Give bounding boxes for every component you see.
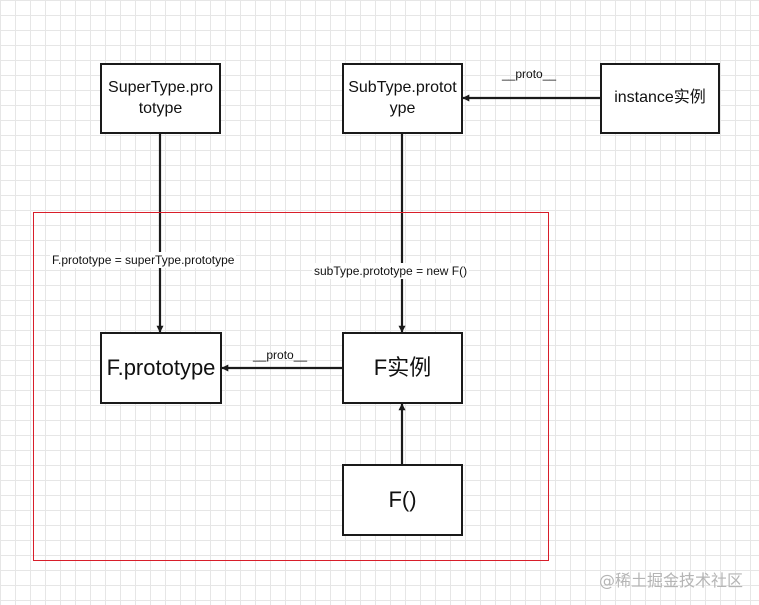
node-instance: instance实例	[600, 63, 720, 134]
edge-label-instance-to-subtype: __proto__	[502, 67, 557, 81]
node-instance-label: instance实例	[614, 89, 706, 107]
node-supertype-prototype: SuperType.prototype	[100, 63, 221, 134]
highlight-region	[33, 212, 549, 561]
node-subtype-prototype: SubType.prototype	[342, 63, 463, 134]
node-subtype-prototype-label: SubType.prototype	[348, 78, 457, 117]
node-f-instance: F实例	[342, 332, 463, 404]
edge-label-subtype-to-finstance: subType.prototype = new F()	[312, 263, 470, 279]
edge-label-supertype-to-fprototype: F.prototype = superType.prototype	[50, 252, 237, 268]
node-f-constructor-label: F()	[388, 487, 417, 513]
node-f-prototype-label: F.prototype	[106, 355, 216, 381]
watermark: @稀土掘金技术社区	[598, 571, 743, 590]
node-f-constructor: F()	[342, 464, 463, 536]
edge-label-finstance-to-fprototype: __proto__	[253, 348, 308, 362]
node-f-instance-label: F实例	[373, 355, 432, 381]
node-f-prototype: F.prototype	[100, 332, 222, 404]
node-supertype-prototype-label: SuperType.prototype	[108, 78, 213, 117]
